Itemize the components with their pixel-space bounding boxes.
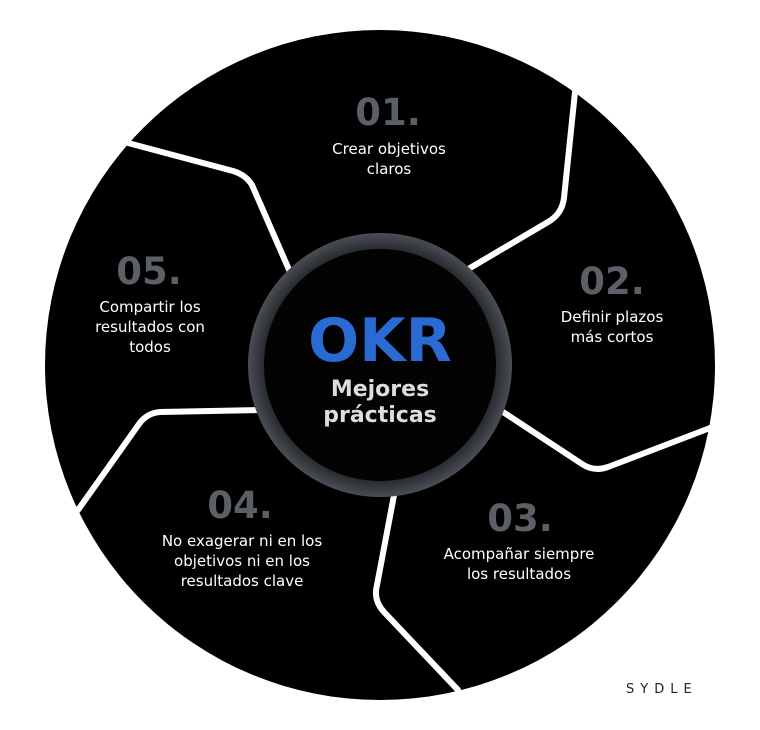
segment-04-text-line-2: objetivos ni en los xyxy=(174,552,310,570)
sydle-logo: SYDLE xyxy=(626,682,698,697)
divider-04-05 xyxy=(75,407,266,513)
segment-05-text-line-3: todos xyxy=(129,338,171,356)
center-hub: OKR Mejores prácticas xyxy=(248,233,512,497)
segment-05-number: 05. xyxy=(116,250,182,293)
segment-05: 05. Compartir los resultados con todos xyxy=(95,250,205,356)
segment-04-number: 04. xyxy=(207,484,273,527)
segment-05-text-line-1: Compartir los xyxy=(99,298,200,316)
hub-inner xyxy=(264,249,496,481)
segment-03-text-line-1: Acompañar siempre xyxy=(444,545,595,563)
segment-01-text-line-1: Crear objetivos xyxy=(332,140,446,158)
segment-03-number: 03. xyxy=(487,497,553,540)
segment-01-text-line-2: claros xyxy=(367,160,412,178)
segment-dividers xyxy=(75,89,713,693)
divider-03-04 xyxy=(372,487,461,693)
segment-04-text-line-3: resultados clave xyxy=(181,572,304,590)
segment-04: 04. No exagerar ni en los objetivos ni e… xyxy=(162,484,323,590)
center-title: OKR xyxy=(308,306,452,376)
segment-01: 01. Crear objetivos claros xyxy=(332,91,446,178)
divider-02-03 xyxy=(497,407,713,472)
segment-02-number: 02. xyxy=(579,260,645,303)
segment-02-text-line-1: Definir plazos xyxy=(561,308,664,326)
center-subtitle-line-2: prácticas xyxy=(323,403,437,428)
center-subtitle-line-1: Mejores xyxy=(331,377,429,402)
segment-03-text-line-2: los resultados xyxy=(467,565,571,583)
segment-02: 02. Definir plazos más cortos xyxy=(561,260,664,346)
divider-05-01 xyxy=(125,140,293,275)
segment-02-text-line-2: más cortos xyxy=(571,328,654,346)
segment-05-text-line-2: resultados con xyxy=(95,318,205,336)
segment-04-text-line-1: No exagerar ni en los xyxy=(162,532,323,550)
divider-01-02 xyxy=(467,89,578,271)
segment-03: 03. Acompañar siempre los resultados xyxy=(444,497,595,583)
segment-01-number: 01. xyxy=(355,91,421,134)
